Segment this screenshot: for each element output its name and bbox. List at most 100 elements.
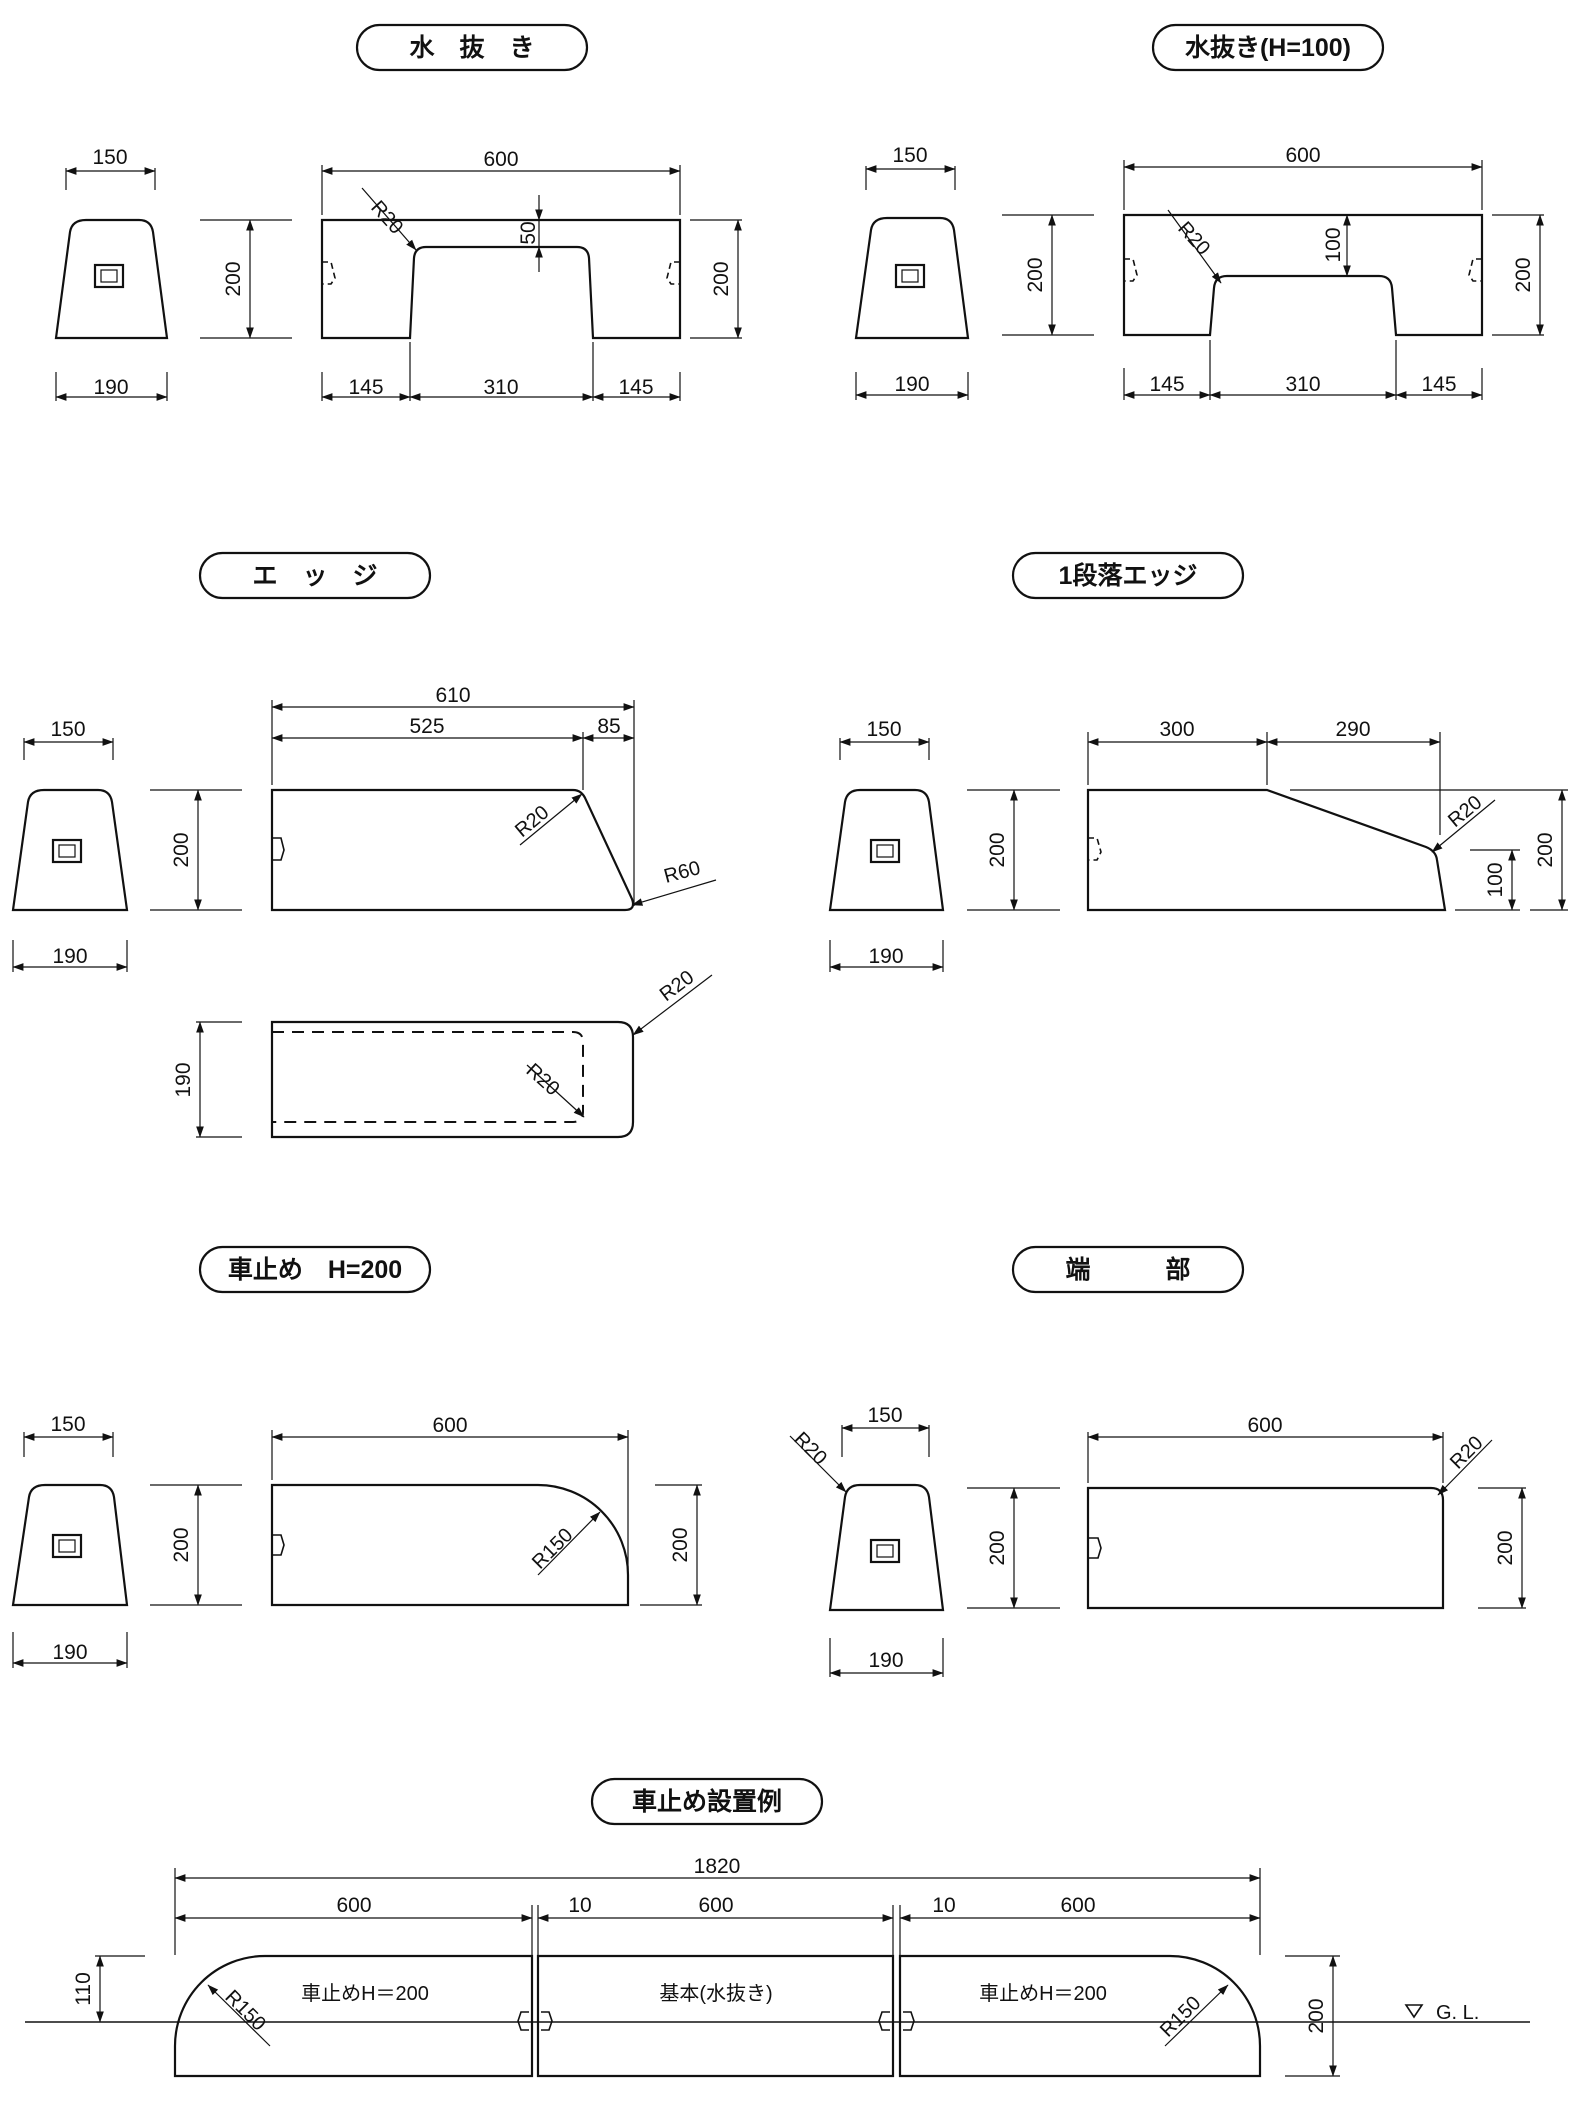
drain-h100-dim-150: 150: [865, 144, 956, 190]
title-end: 端 部: [1011, 1245, 1245, 1294]
step-edge-dim-100: 100: [1455, 849, 1520, 911]
step-edge-dim-200-right: 200: [1290, 789, 1568, 911]
drain-h100-dim-100: 100: [1322, 214, 1351, 277]
end-dim-600: 600: [1087, 1414, 1444, 1483]
example-left-label: 車止めH＝200: [301, 1982, 429, 2005]
title-example: 車止め設置例: [590, 1777, 824, 1826]
svg-text:200: 200: [986, 1530, 1009, 1565]
title-drain-h100: 水抜き(H=100): [1151, 23, 1385, 72]
end-r20-right-callout: R20: [1437, 1432, 1493, 1496]
example-dim-200: 200: [1285, 1955, 1340, 2077]
example-right-label: 車止めH＝200: [979, 1982, 1107, 2005]
svg-text:300: 300: [1159, 718, 1194, 741]
svg-text:200: 200: [1512, 257, 1535, 292]
drain-h100-dim-600: 600: [1123, 144, 1483, 210]
example-right-stopper: 車止めH＝200 R150: [898, 1954, 1262, 2078]
edge-plan-view: [270, 1020, 635, 1139]
stopper-dim-200-right: 200: [640, 1484, 702, 1606]
edge-dim-200: 200: [150, 789, 242, 911]
svg-text:600: 600: [432, 1414, 467, 1437]
svg-text:600: 600: [1060, 1894, 1095, 1917]
svg-text:200: 200: [1305, 1998, 1328, 2033]
edge-end-view: [11, 788, 129, 912]
svg-text:190: 190: [868, 945, 903, 968]
drain-h100-r20-callout: R20: [1167, 209, 1222, 284]
svg-text:200: 200: [222, 261, 245, 296]
stopper-dim-150: 150: [23, 1413, 114, 1457]
drain-dim-bottom: 145 310 145: [321, 342, 681, 401]
gl-label: G. L.: [1436, 2002, 1479, 2024]
svg-text:R150: R150: [1156, 1992, 1205, 2041]
edge-r60-callout: R60: [631, 857, 717, 906]
drain-dim-600: 600: [321, 148, 681, 215]
svg-text:1820: 1820: [694, 1855, 741, 1878]
svg-text:600: 600: [698, 1894, 733, 1917]
drain-dim-150: 150: [65, 146, 156, 190]
stopper-dim-600: 600: [271, 1414, 629, 1570]
svg-text:310: 310: [1285, 373, 1320, 396]
edge-plan-r20-outer: R20: [632, 966, 713, 1036]
svg-text:145: 145: [348, 376, 383, 399]
title-drain-text: 水 抜 き: [409, 34, 534, 62]
step-edge-end-view: [828, 788, 945, 912]
example-center-block: 基本(水抜き): [536, 1954, 895, 2078]
svg-text:190: 190: [172, 1062, 195, 1097]
drain-dim-200-left: 200: [200, 219, 292, 339]
svg-text:150: 150: [50, 718, 85, 741]
svg-text:290: 290: [1335, 718, 1370, 741]
drain-h100-side-view: [1122, 213, 1484, 337]
example-left-stopper: 車止めH＝200 R150: [173, 1954, 534, 2078]
svg-text:610: 610: [435, 684, 470, 707]
svg-text:600: 600: [1247, 1414, 1282, 1437]
gl-marker: G. L.: [1404, 2002, 1479, 2024]
svg-text:150: 150: [50, 1413, 85, 1436]
step-edge-side-view: [1086, 788, 1447, 912]
example-center-label: 基本(水抜き): [659, 1982, 772, 2005]
edge-dim-610: 610: [271, 684, 635, 906]
title-stopper: 車止め H=200: [198, 1245, 432, 1294]
svg-text:190: 190: [52, 1641, 87, 1664]
stopper-r150-callout: R150: [528, 1511, 601, 1576]
svg-text:190: 190: [894, 373, 929, 396]
svg-text:145: 145: [1421, 373, 1456, 396]
edge-side-view: [270, 788, 635, 912]
step-edge-dim-300-290: 300 290: [1087, 718, 1441, 835]
drain-end-view: [54, 218, 169, 340]
svg-text:145: 145: [1149, 373, 1184, 396]
svg-text:110: 110: [72, 1972, 95, 2005]
svg-text:525: 525: [409, 715, 444, 738]
example-joints: [517, 2011, 915, 2031]
svg-text:150: 150: [867, 1404, 902, 1427]
svg-text:50: 50: [517, 221, 540, 244]
stopper-dim-190: 190: [12, 1632, 128, 1668]
edge-dim-525-85: 525 85: [271, 715, 635, 790]
svg-text:200: 200: [710, 261, 733, 296]
svg-text:190: 190: [868, 1649, 903, 1672]
stopper-side-view: [270, 1483, 630, 1607]
svg-text:150: 150: [92, 146, 127, 169]
svg-text:10: 10: [568, 1894, 591, 1917]
title-end-text: 端 部: [1065, 1255, 1190, 1284]
svg-text:R20: R20: [1446, 1432, 1488, 1474]
svg-text:150: 150: [866, 718, 901, 741]
svg-text:R20: R20: [656, 966, 699, 1006]
svg-text:190: 190: [52, 945, 87, 968]
title-edge: エ ッ ジ: [198, 551, 432, 600]
svg-text:200: 200: [986, 832, 1009, 867]
svg-text:200: 200: [170, 1527, 193, 1562]
drain-h100-dim-bottom: 145 310 145: [1123, 340, 1483, 400]
edge-plan-dim-190: 190: [172, 1021, 242, 1138]
title-step-edge-text: 1段落エッジ: [1059, 561, 1198, 590]
svg-text:600: 600: [483, 148, 518, 171]
step-edge-dim-200-left: 200: [967, 789, 1060, 911]
svg-text:600: 600: [336, 1894, 371, 1917]
svg-text:200: 200: [1024, 257, 1047, 292]
title-drain-h100-text: 水抜き(H=100): [1185, 34, 1351, 62]
drain-dim-190: 190: [55, 372, 168, 401]
example-dim-110: 110: [72, 1955, 145, 2023]
svg-text:200: 200: [1534, 832, 1557, 867]
ground-level-triangle-icon: [1404, 2004, 1424, 2019]
svg-text:R150: R150: [220, 1986, 269, 2035]
end-dim-190: 190: [829, 1638, 944, 1677]
